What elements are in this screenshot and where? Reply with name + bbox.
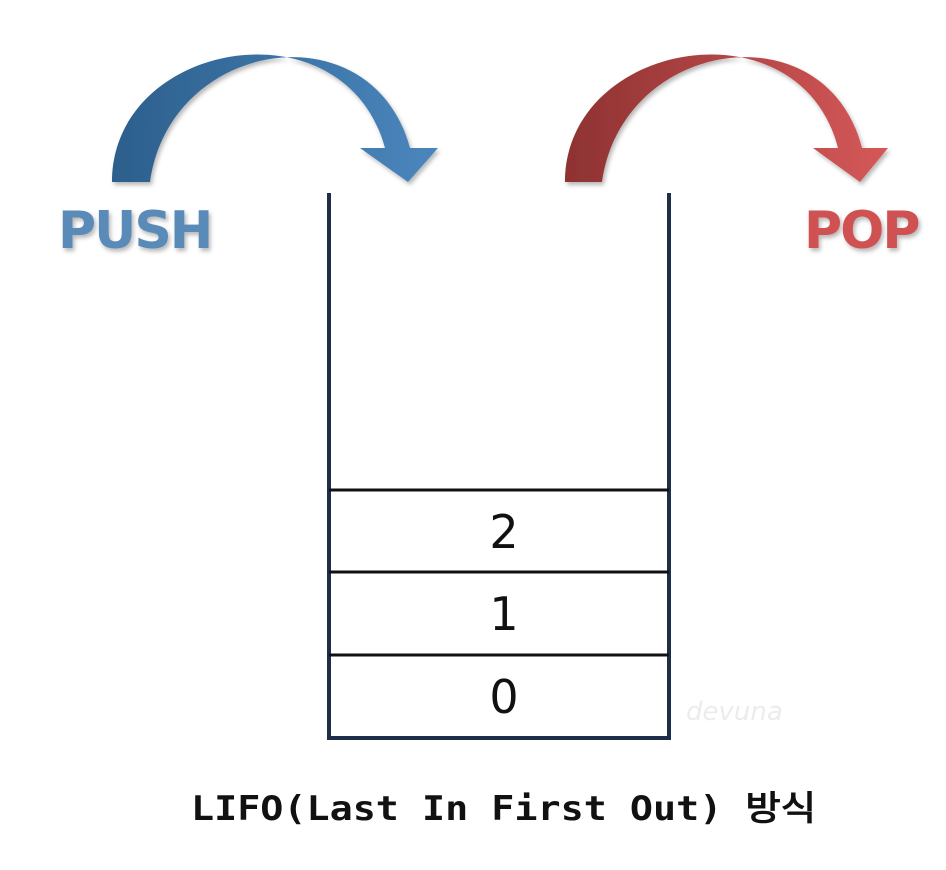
pop-label: POP: [804, 201, 918, 261]
stack-slot-value: 1: [489, 587, 518, 641]
push-arrow-icon: [112, 54, 438, 182]
pop-arrow-icon: [565, 54, 888, 182]
stack-slot-value: 0: [489, 670, 518, 724]
stack-container: 2 1 0: [327, 193, 671, 740]
stack-slot-value: 2: [489, 505, 518, 559]
caption: LIFO(Last In First Out) 방식: [191, 789, 816, 829]
stack-outline: [327, 193, 671, 740]
watermark: devuna: [686, 697, 783, 727]
push-label: PUSH: [58, 201, 211, 261]
